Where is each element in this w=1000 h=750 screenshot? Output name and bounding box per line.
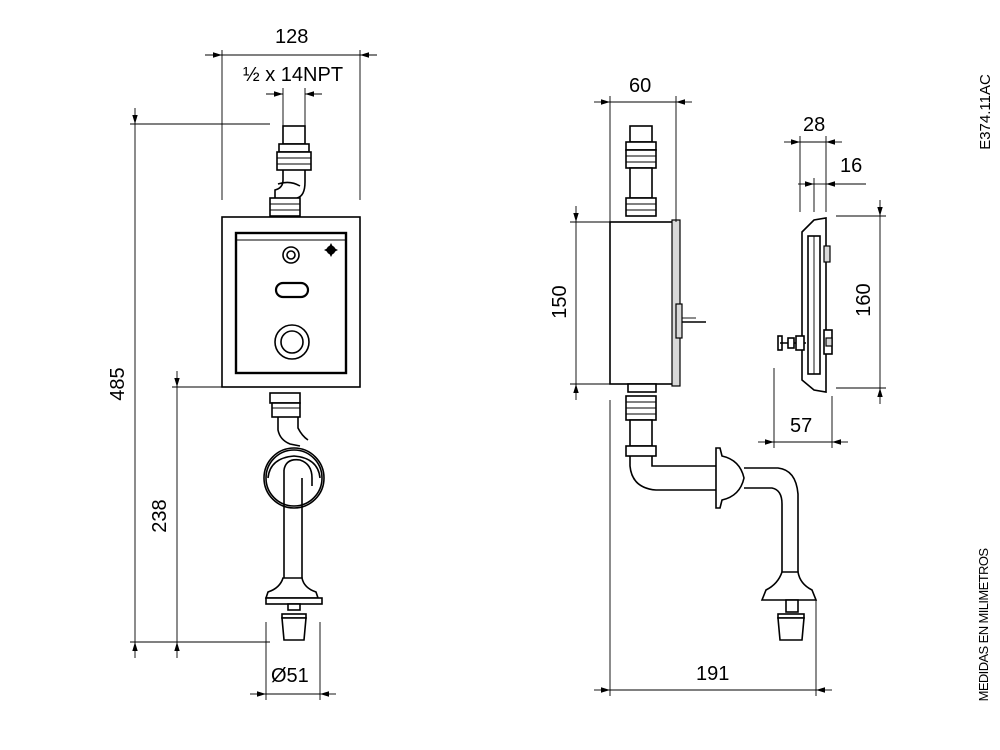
dim-height-238: 238 <box>149 499 171 532</box>
dim-flange-16: 16 <box>840 155 862 177</box>
side-outlet-pipe <box>625 395 818 641</box>
side-inlet-fitting <box>625 125 657 217</box>
dim-plate-height-160: 160 <box>853 283 875 316</box>
dim-thread-label: ½ x 14NPT <box>243 64 343 86</box>
dim-depth-191: 191 <box>696 663 729 685</box>
plate-view: 28 16 160 57 <box>758 114 886 448</box>
side-dimensions: 60 150 191 <box>549 75 832 696</box>
dim-box-height-150: 150 <box>549 285 571 318</box>
units-note: MEDIDAS EN MILIMETROS <box>976 548 991 702</box>
dim-height-485: 485 <box>107 367 129 400</box>
front-inlet-fitting <box>269 125 312 217</box>
front-outlet-fitting <box>263 392 325 641</box>
cover-plate <box>777 217 833 393</box>
dim-projection-57: 57 <box>790 415 812 437</box>
front-housing <box>221 216 361 388</box>
dim-box-width-60: 60 <box>629 75 651 97</box>
dim-plate-28: 28 <box>803 114 825 136</box>
dim-width-128: 128 <box>275 26 308 48</box>
drawing-code: E374.11AC <box>977 74 994 150</box>
dim-outlet-diameter: Ø51 <box>271 665 309 687</box>
plate-dimensions: 28 16 160 57 <box>758 114 886 448</box>
front-view: 128 ½ x 14NPT 485 238 <box>107 26 377 700</box>
side-view: 60 150 191 <box>549 75 832 696</box>
front-dimensions: 128 ½ x 14NPT 485 238 <box>107 26 377 700</box>
side-housing <box>609 219 706 393</box>
